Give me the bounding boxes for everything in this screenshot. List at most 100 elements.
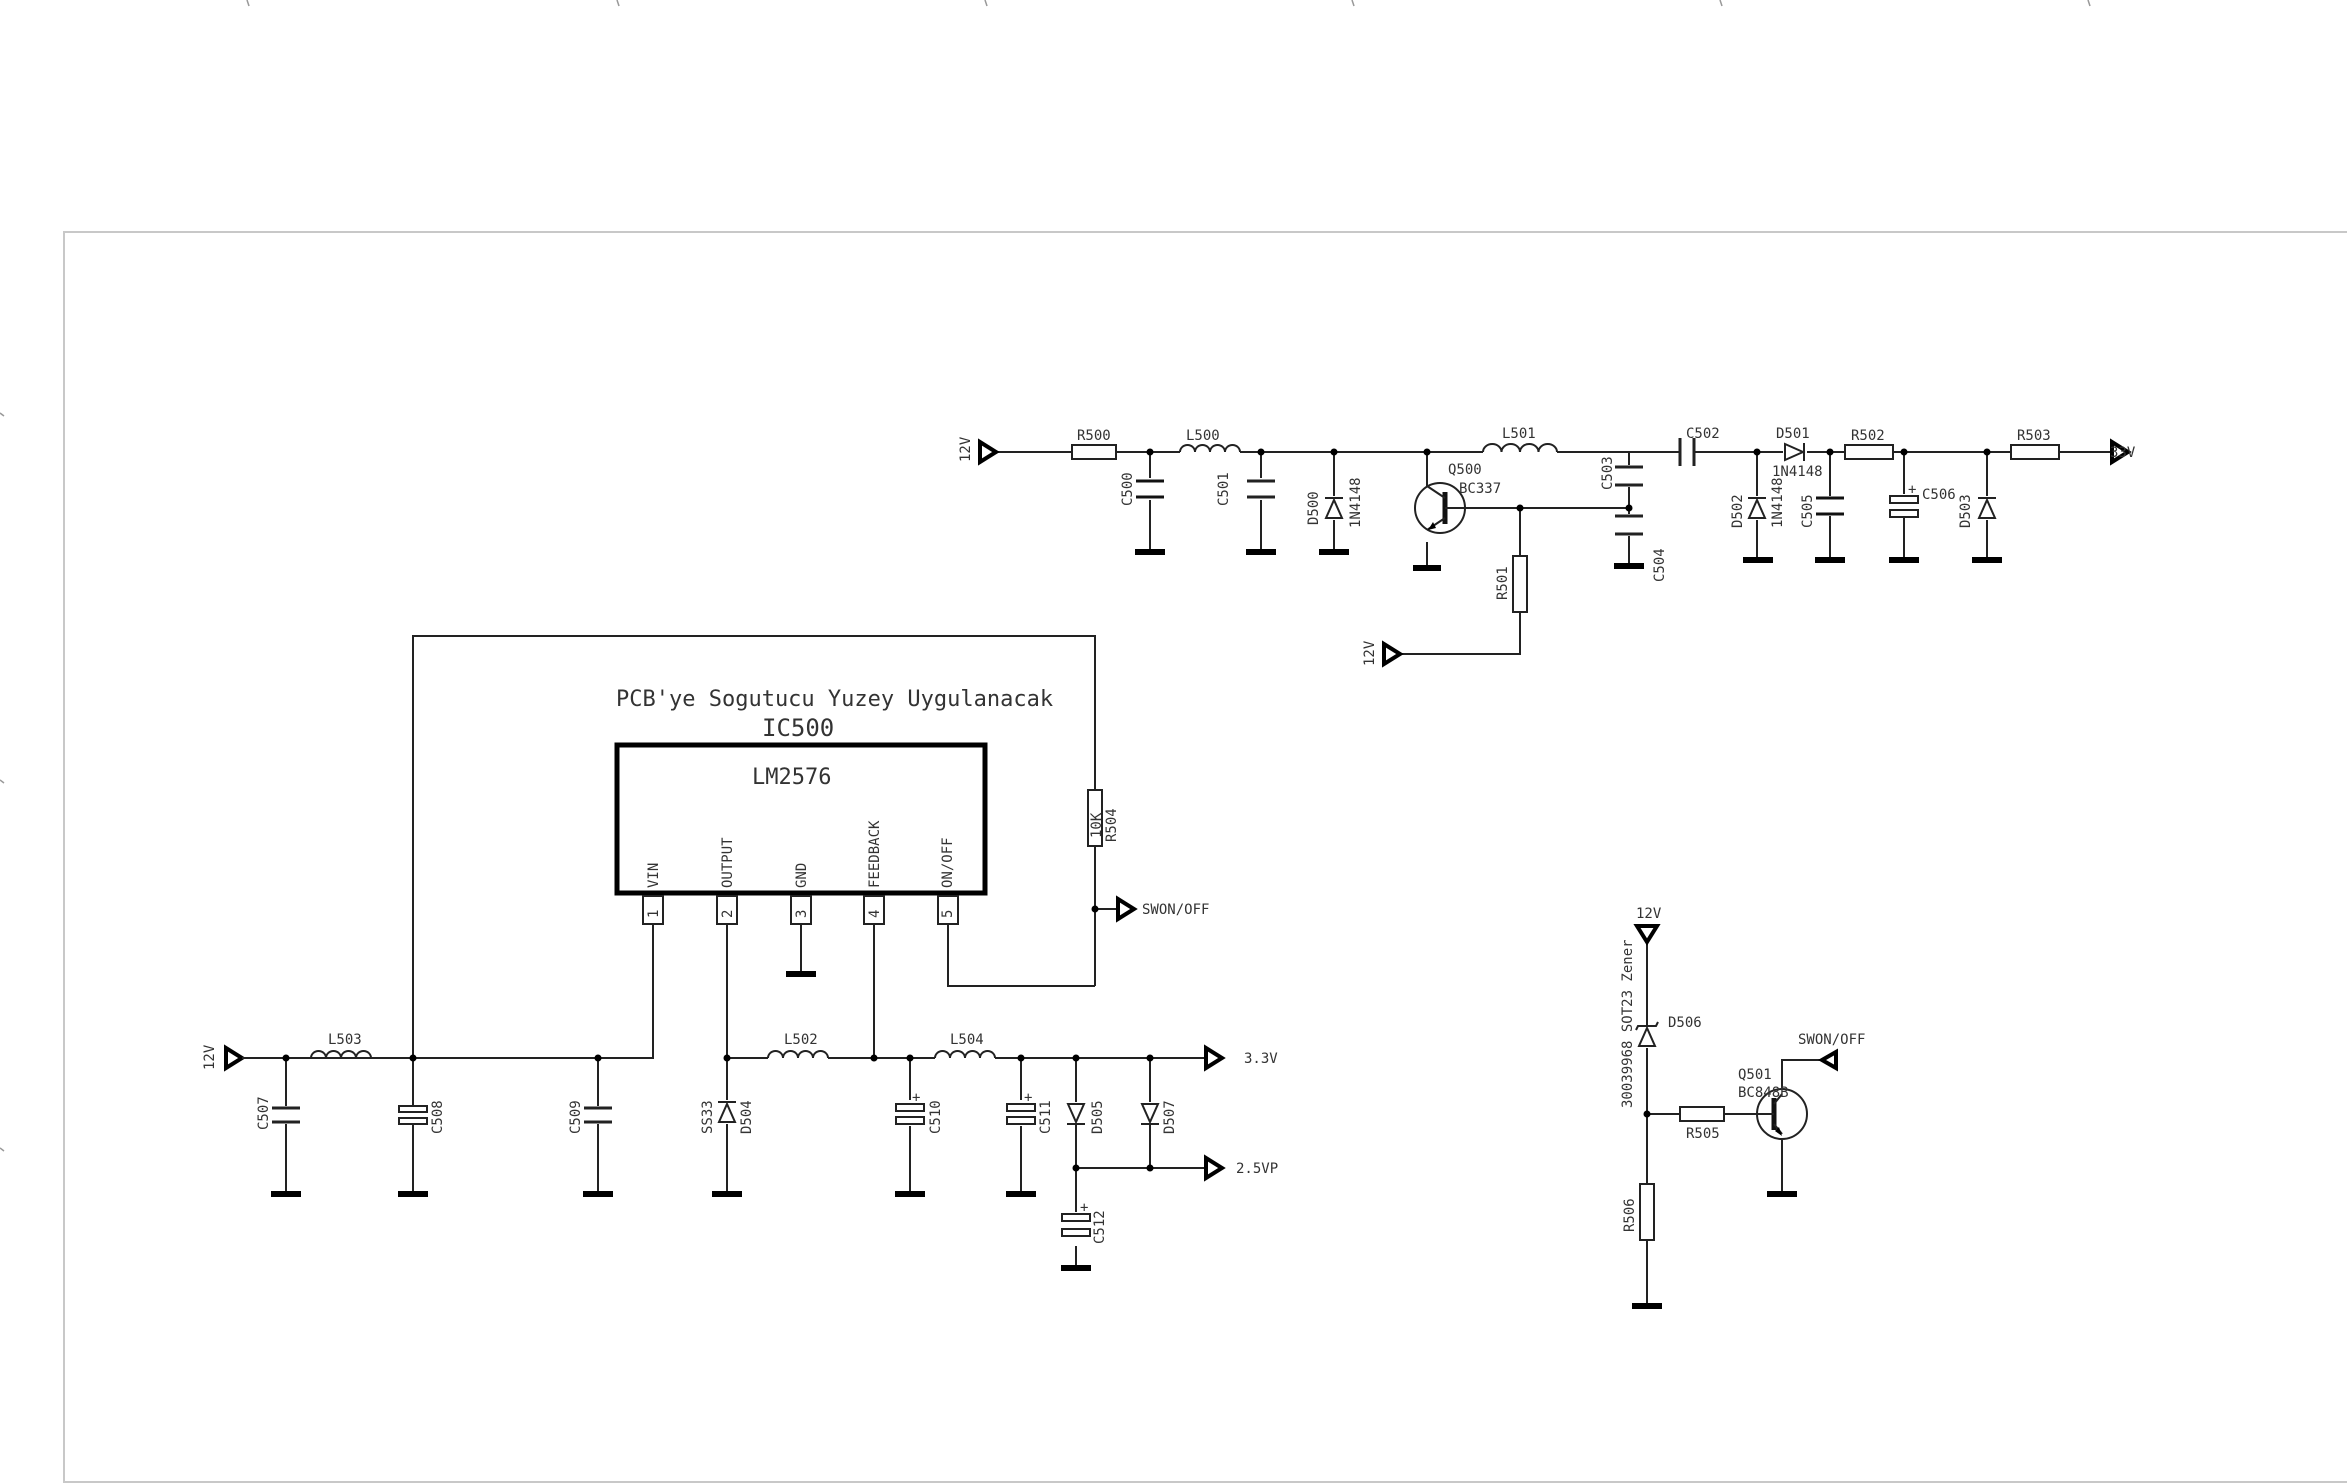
svg-text:+: + <box>912 1090 920 1106</box>
svg-text:Q500: Q500 <box>1448 462 1482 478</box>
d504-diode: SS33 D504 <box>700 1100 755 1197</box>
svg-text:BC848B: BC848B <box>1738 1085 1789 1101</box>
svg-text:SS33: SS33 <box>700 1100 716 1134</box>
svg-text:C509: C509 <box>568 1100 584 1134</box>
pin-3-number: 3 <box>794 910 810 918</box>
net-12v-top-port: 12V <box>958 436 1000 466</box>
r501-resistor: R501 <box>1495 555 1528 613</box>
svg-text:L503: L503 <box>328 1032 362 1048</box>
svg-text:R504: R504 <box>1104 808 1120 842</box>
d500-diode: D500 1N4148 <box>1306 477 1364 555</box>
svg-text:R503: R503 <box>2017 428 2051 444</box>
c503-capacitor: C503 <box>1600 456 1643 490</box>
svg-text:R500: R500 <box>1077 428 1111 444</box>
svg-text:L504: L504 <box>950 1032 984 1048</box>
svg-text:L500: L500 <box>1186 428 1220 444</box>
pin-1-number: 1 <box>646 910 662 918</box>
svg-text:C512: C512 <box>1092 1210 1108 1244</box>
r503-resistor: R503 <box>2010 428 2060 460</box>
svg-text:D502: D502 <box>1730 494 1746 528</box>
q501-transistor: Q501 BC848B <box>1738 1067 1808 1197</box>
svg-text:L501: L501 <box>1502 426 1536 442</box>
svg-text:Q501: Q501 <box>1738 1067 1772 1083</box>
pin-2-number: 2 <box>720 910 736 918</box>
c508-capacitor: C508 <box>398 1100 446 1197</box>
c509-capacitor: C509 <box>568 1100 613 1197</box>
d505-diode: D505 <box>1066 1100 1106 1134</box>
svg-text:D505: D505 <box>1090 1100 1106 1134</box>
pin-1-label: VIN <box>646 863 662 888</box>
r506-resistor: R506 <box>1622 1183 1662 1309</box>
top-junctions <box>1146 448 1991 512</box>
svg-text:C510: C510 <box>928 1100 944 1134</box>
svg-text:12V: 12V <box>1362 640 1378 666</box>
net-12v-mid-port: 12V <box>1362 640 1404 668</box>
svg-text:2.5VP: 2.5VP <box>1236 1161 1278 1177</box>
d502-diode: D502 1N4148 <box>1730 477 1786 563</box>
svg-text:C500: C500 <box>1120 472 1136 506</box>
c511-capacitor: + C511 <box>1006 1090 1054 1197</box>
c506-capacitor: + C506 <box>1889 482 1956 563</box>
c505-capacitor: C505 <box>1800 494 1845 563</box>
net-33v-port: 33V <box>2110 438 2136 466</box>
d501-diode: D501 1N4148 <box>1772 426 1823 480</box>
net-12v-regulator-port: 12V <box>202 1044 250 1072</box>
c507-capacitor: C507 <box>256 1096 301 1197</box>
pin-2-label: OUTPUT <box>720 837 736 888</box>
regulator-wires <box>250 635 1206 1268</box>
ic500-part: LM2576 <box>752 765 831 790</box>
net-12v-switch-port: 12V <box>1633 906 1662 946</box>
c501-capacitor: C501 <box>1216 472 1276 555</box>
svg-text:3.3V: 3.3V <box>1244 1051 1278 1067</box>
net-2v5p-port: 2.5VP <box>1204 1154 1278 1182</box>
c502-capacitor: C502 <box>1678 426 1720 466</box>
svg-text:R501: R501 <box>1495 566 1511 600</box>
switch-wires <box>1646 942 1822 1306</box>
svg-text:SWON/OFF: SWON/OFF <box>1798 1032 1865 1048</box>
ic500-regulator: PCB'ye Sogutucu Yuzey Uygulanacak IC500 … <box>614 687 1053 977</box>
svg-text:D503: D503 <box>1958 494 1974 528</box>
svg-text:D500: D500 <box>1306 491 1322 525</box>
l503-inductor: L503 <box>310 1032 372 1059</box>
svg-text:D501: D501 <box>1776 426 1810 442</box>
svg-text:33V: 33V <box>2110 445 2136 461</box>
svg-text:1N4148: 1N4148 <box>1772 464 1823 480</box>
svg-text:C506: C506 <box>1922 487 1956 503</box>
net-swon-regulator-port: SWON/OFF <box>1116 895 1209 923</box>
svg-text:L502: L502 <box>784 1032 818 1048</box>
svg-text:C508: C508 <box>430 1100 446 1134</box>
svg-text:D506: D506 <box>1668 1015 1702 1031</box>
pin-5-label: ON/OFF <box>940 837 956 888</box>
q500-transistor: Q500 BC337 <box>1413 462 1501 571</box>
r502-resistor: R502 <box>1844 428 1894 460</box>
svg-text:+: + <box>1024 1090 1032 1106</box>
r505-resistor: R505 <box>1679 1106 1725 1142</box>
d506-zener-diode: D506 30039968 SOT23 Zener <box>1620 939 1702 1108</box>
svg-text:C505: C505 <box>1800 494 1816 528</box>
svg-text:+: + <box>1080 1200 1088 1216</box>
svg-text:C504: C504 <box>1652 548 1668 582</box>
svg-text:SWON/OFF: SWON/OFF <box>1142 902 1209 918</box>
svg-text:D507: D507 <box>1162 1100 1178 1134</box>
ic500-ref: IC500 <box>762 714 834 742</box>
c512-capacitor: + C512 <box>1061 1200 1108 1271</box>
pin-5-number: 5 <box>940 910 956 918</box>
l501-inductor: L501 <box>1482 426 1558 453</box>
svg-text:12V: 12V <box>202 1044 218 1070</box>
svg-text:R502: R502 <box>1851 428 1885 444</box>
c504-capacitor: C504 <box>1614 514 1668 582</box>
svg-text:C501: C501 <box>1216 472 1232 506</box>
svg-text:BC337: BC337 <box>1459 481 1501 497</box>
svg-text:C507: C507 <box>256 1096 272 1130</box>
svg-text:C511: C511 <box>1038 1100 1054 1134</box>
pin-3-label: GND <box>794 863 810 888</box>
svg-text:R505: R505 <box>1686 1126 1720 1142</box>
net-3v3-port: 3.3V <box>1204 1044 1278 1072</box>
svg-text:D504: D504 <box>739 1100 755 1134</box>
svg-text:+: + <box>1908 482 1916 498</box>
top-wires <box>996 451 2112 655</box>
switch-junction <box>1643 1110 1651 1118</box>
pin-4-number: 4 <box>867 910 883 918</box>
svg-text:12V: 12V <box>1636 906 1662 922</box>
d507-diode: D507 <box>1140 1100 1178 1134</box>
